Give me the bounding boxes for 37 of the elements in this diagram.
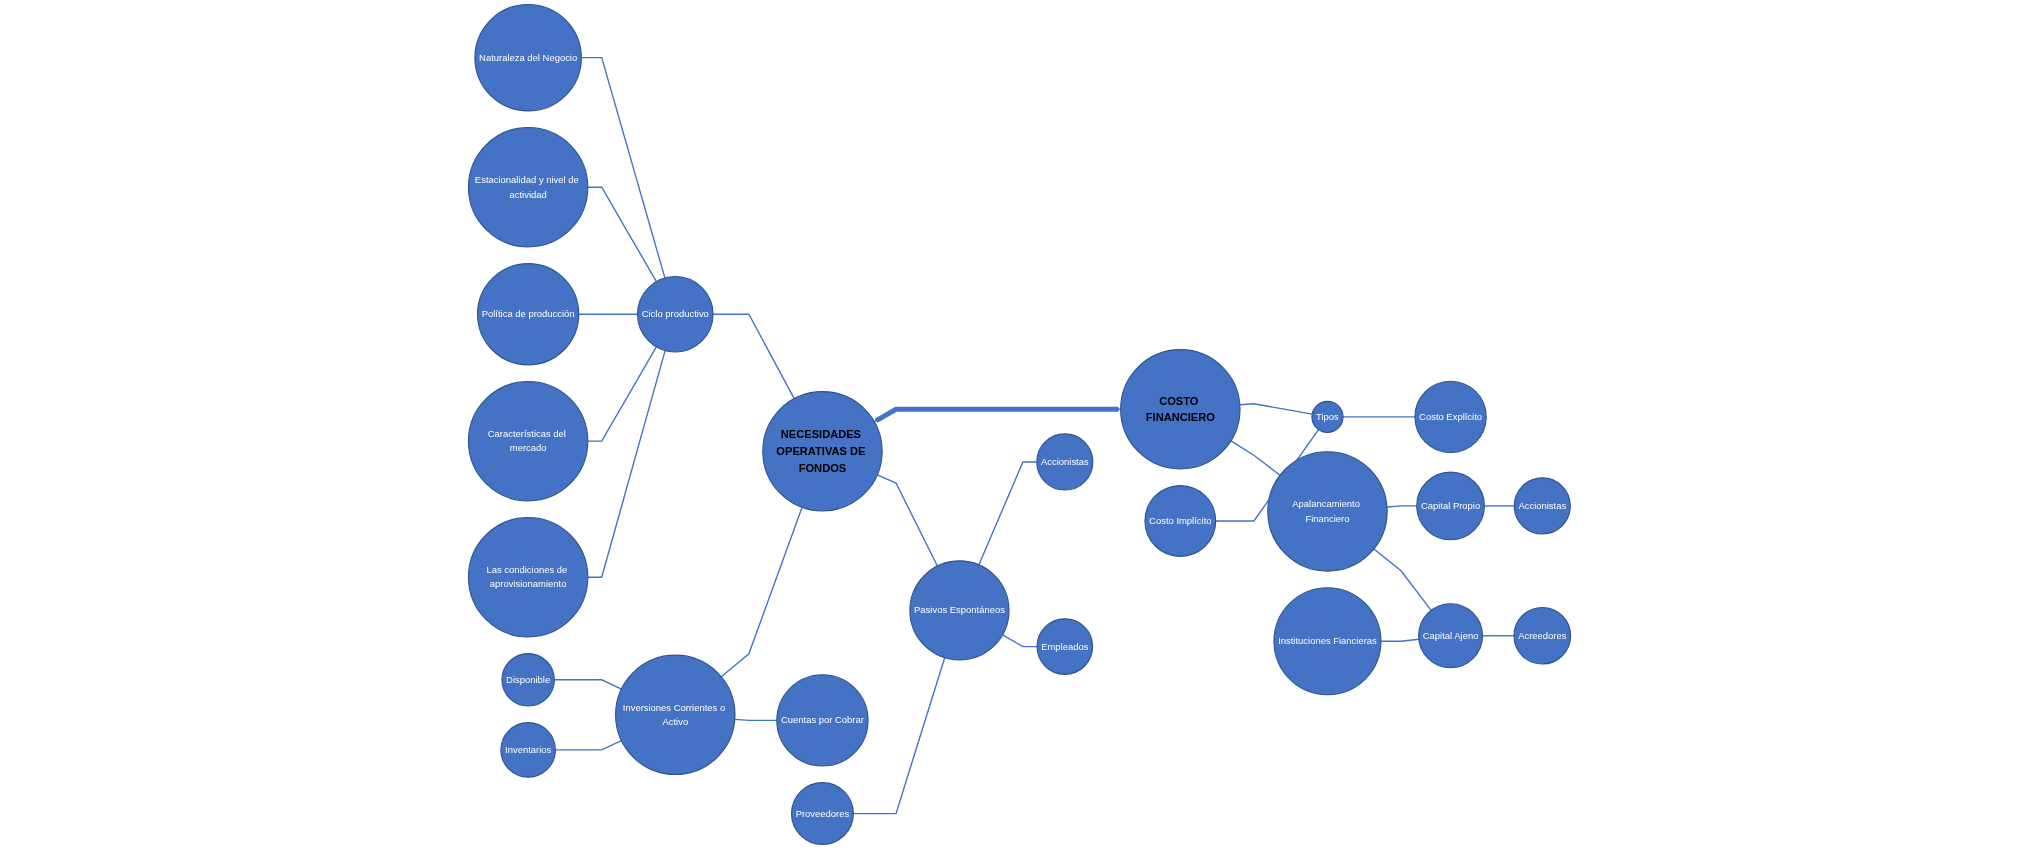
node-circle: Empleados xyxy=(1036,618,1094,675)
node-circle: Accionistas xyxy=(1036,433,1094,491)
node-circle: NECESIDADES OPERATIVAS DE FONDOS xyxy=(762,391,884,512)
node-circle: Apalancamiento Financiero xyxy=(1267,451,1389,572)
connector xyxy=(721,506,804,678)
node-circle: Características del mercado xyxy=(468,380,589,502)
connector xyxy=(581,57,667,279)
connector xyxy=(1373,548,1433,612)
connector xyxy=(1230,440,1282,476)
connector xyxy=(555,739,623,751)
connector xyxy=(1239,403,1314,415)
node-circle: Costo Explícito xyxy=(1414,380,1488,454)
node-circle: Política de producción xyxy=(477,263,580,366)
connector xyxy=(554,679,623,690)
node-circle: Costo Implícito xyxy=(1144,485,1217,557)
node-circle: Naturaleza del Negocio xyxy=(474,3,583,112)
node-circle: Disponible xyxy=(501,653,556,707)
node-circle: Capital Propio xyxy=(1416,471,1486,541)
connector xyxy=(853,657,946,815)
node-circle: Las condiciones de aprovisionamiento xyxy=(468,517,589,638)
node-circle: Inventarios xyxy=(500,722,557,778)
node-circle: Proveedores xyxy=(791,782,855,846)
node-circle: Accionistas xyxy=(1514,477,1572,535)
arrow xyxy=(874,406,1122,423)
node-circle: Estacionalidad y nivel de actividad xyxy=(468,127,589,248)
node-circle: Capital Ajeno xyxy=(1418,603,1484,669)
connector xyxy=(877,474,939,567)
node-circle: Instituciones Fiancieras xyxy=(1273,587,1382,696)
node-circle: Ciclo productivo xyxy=(637,275,715,353)
node-circle: COSTO FINANCIERO xyxy=(1120,349,1242,470)
connector xyxy=(734,718,778,722)
node-circle: Acreedores xyxy=(1513,606,1572,665)
connector xyxy=(978,461,1038,566)
node-circle: Cuentas por Cobrar xyxy=(776,674,870,767)
node-circle: Pasivos Espontáneos xyxy=(909,560,1011,661)
node-circle: Tipos xyxy=(1311,400,1345,433)
node-circle: Inversiones Corrientes o Activo xyxy=(615,654,737,776)
